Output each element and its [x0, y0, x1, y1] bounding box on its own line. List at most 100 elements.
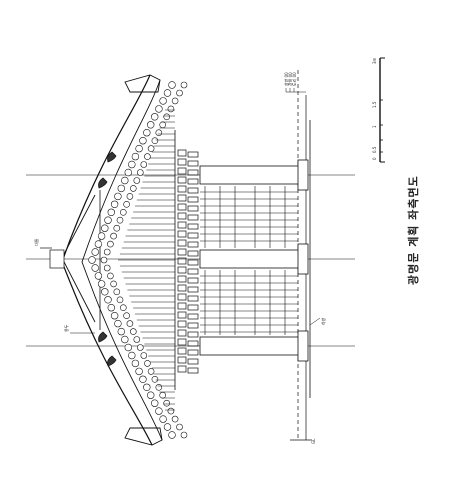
- scale-label-4: 3m: [372, 57, 377, 64]
- roof-tile: [110, 200, 119, 209]
- roof-tile: [91, 248, 99, 256]
- roof-tile: [103, 264, 111, 272]
- bracket-block: [187, 232, 199, 239]
- roof-tile: [123, 201, 130, 208]
- bracket-block: [177, 194, 187, 202]
- roof-tile: [110, 280, 117, 288]
- scale-label-1: 0.5: [372, 146, 377, 153]
- roof-tile: [171, 415, 179, 423]
- roof-tile: [100, 256, 108, 264]
- roof-tile: [147, 391, 155, 399]
- bracket-block: [187, 178, 199, 185]
- roof-tile: [126, 193, 134, 200]
- bracket-block: [187, 160, 199, 167]
- bracket-block: [177, 365, 187, 373]
- roof-tile: [107, 272, 114, 280]
- roof-tile: [133, 177, 141, 184]
- roof-tile: [107, 240, 114, 248]
- roof-tile: [140, 161, 148, 168]
- roof-tile: [131, 359, 140, 368]
- rafters: [118, 109, 175, 411]
- bracket-block: [187, 304, 199, 311]
- roof-tile: [143, 383, 151, 391]
- bracket-block: [177, 158, 187, 166]
- roof-tile: [180, 431, 188, 439]
- bracket-block: [187, 241, 199, 248]
- bracket-block: [177, 212, 187, 220]
- bracket-block: [187, 214, 199, 221]
- roof-tile: [104, 216, 112, 224]
- roof-tile: [139, 375, 147, 383]
- roof-tile: [97, 232, 106, 240]
- roof-tile: [107, 304, 116, 312]
- roof-tile: [171, 97, 179, 105]
- left-tag: 용두: [64, 324, 69, 332]
- bracket-block: [177, 266, 187, 274]
- roof-tile: [123, 312, 130, 320]
- roof-tile: [97, 280, 106, 288]
- bracket-block: [177, 311, 187, 319]
- roof-tile: [94, 240, 103, 248]
- roof-tile: [137, 169, 144, 176]
- roof-tile: [110, 312, 119, 320]
- roof-tile: [144, 360, 151, 367]
- roof-tile: [163, 113, 170, 121]
- roof-tile: [121, 176, 129, 185]
- bracket-block: [187, 313, 199, 320]
- ridge-marker: [40, 247, 65, 269]
- roof-tile: [137, 344, 144, 351]
- roof-tile: [120, 209, 127, 216]
- roof-tile: [163, 89, 172, 97]
- eave-callout: [309, 317, 321, 326]
- bracket-block: [177, 338, 187, 346]
- roof-tile: [159, 415, 167, 423]
- bracket-block: [187, 250, 199, 257]
- roof-tile: [131, 152, 140, 161]
- roof-tile: [135, 367, 143, 376]
- bracket-block: [177, 356, 187, 364]
- scale-label-2: 1: [372, 125, 377, 128]
- roof-tile: [159, 97, 167, 105]
- bracket-block: [187, 151, 199, 158]
- roof-tile: [167, 105, 175, 113]
- roof-tile: [110, 232, 117, 240]
- scale-label-3: 1.5: [372, 101, 377, 108]
- roof-tile: [104, 296, 112, 304]
- bracket-block: [187, 187, 199, 194]
- bracket-block: [187, 205, 199, 212]
- bracket-block: [187, 223, 199, 230]
- roof-tile: [176, 423, 183, 431]
- roof-tile: [94, 272, 103, 280]
- roof-tile: [117, 184, 126, 193]
- roof-tiles: [88, 81, 188, 439]
- roof-tile: [91, 264, 99, 272]
- roof-tile: [163, 423, 172, 431]
- bracket-block: [177, 167, 187, 175]
- roof-tile: [130, 185, 137, 192]
- bracket-block: [177, 203, 187, 211]
- roof-tile: [151, 375, 159, 383]
- roof-tile: [151, 399, 159, 407]
- roof-tile: [114, 319, 122, 328]
- scale-bar: [379, 57, 385, 163]
- roof-tile: [155, 407, 163, 415]
- bracket-block: [187, 295, 199, 302]
- roof-tile: [107, 208, 116, 217]
- note-line-0: 창방 00: [283, 72, 289, 86]
- roof-tile: [101, 224, 109, 232]
- roof-tile: [101, 288, 109, 296]
- bracket-block: [177, 176, 187, 184]
- roof-tile: [168, 81, 176, 89]
- roof-tile: [113, 224, 121, 232]
- roof-tile: [147, 121, 155, 129]
- roof-tile: [144, 153, 151, 160]
- scale-label-0: 0: [372, 157, 377, 160]
- bracket-block: [177, 293, 187, 301]
- bracket-block: [187, 367, 199, 374]
- bracket-block: [187, 358, 199, 365]
- bracket-block: [177, 185, 187, 193]
- roof-tile: [140, 352, 148, 359]
- roof-tile: [126, 320, 134, 327]
- bracket-block: [177, 257, 187, 265]
